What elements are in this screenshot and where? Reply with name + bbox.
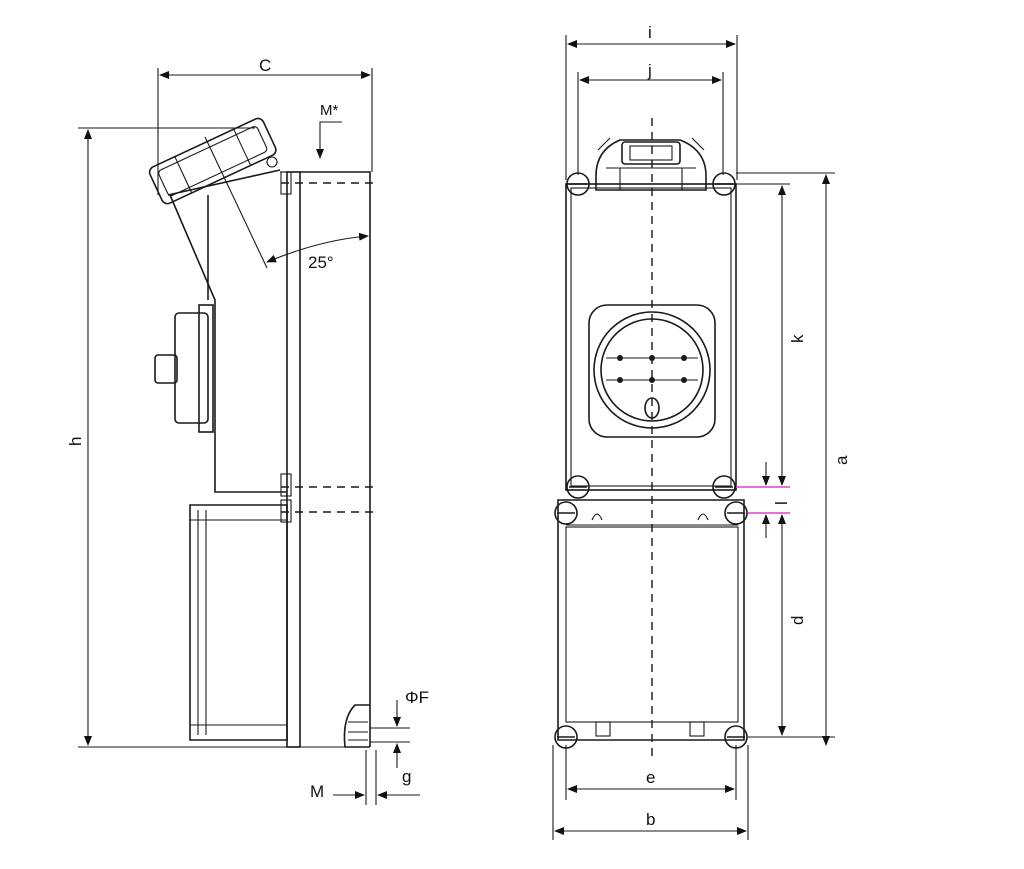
dim-label-l: l [772, 501, 791, 505]
lower-enclosure [557, 499, 745, 741]
mounting-plate [286, 171, 301, 748]
mounting-screws [554, 172, 748, 749]
dim-label-phi-f: ΦF [405, 688, 429, 707]
dim-label-i: i [648, 23, 652, 42]
dim-label-g: g [402, 767, 411, 786]
upper-enclosure [565, 183, 737, 491]
side-view [78, 68, 420, 805]
front-view [552, 35, 835, 840]
socket-head [148, 117, 277, 205]
lower-box [189, 504, 288, 741]
wall-fixing [343, 704, 370, 748]
dim-label-c: C [259, 56, 271, 75]
dim-label-k: k [788, 334, 807, 343]
upper-housing [169, 194, 287, 493]
wall-back-edge [300, 171, 371, 747]
dim-label-b: b [646, 810, 655, 829]
dim-label-j: j [647, 61, 652, 80]
dim-label-m-star: M* [320, 102, 338, 119]
dim-label-h: h [66, 437, 85, 446]
hinge [266, 156, 278, 168]
dim-label-a: a [832, 455, 851, 465]
top-socket [595, 137, 707, 191]
dim-label-m: M [310, 782, 324, 801]
dim-label-e: e [646, 768, 655, 787]
angle-label: 25° [308, 253, 334, 272]
dim-label-d: d [788, 616, 807, 625]
side-knob [174, 312, 209, 424]
